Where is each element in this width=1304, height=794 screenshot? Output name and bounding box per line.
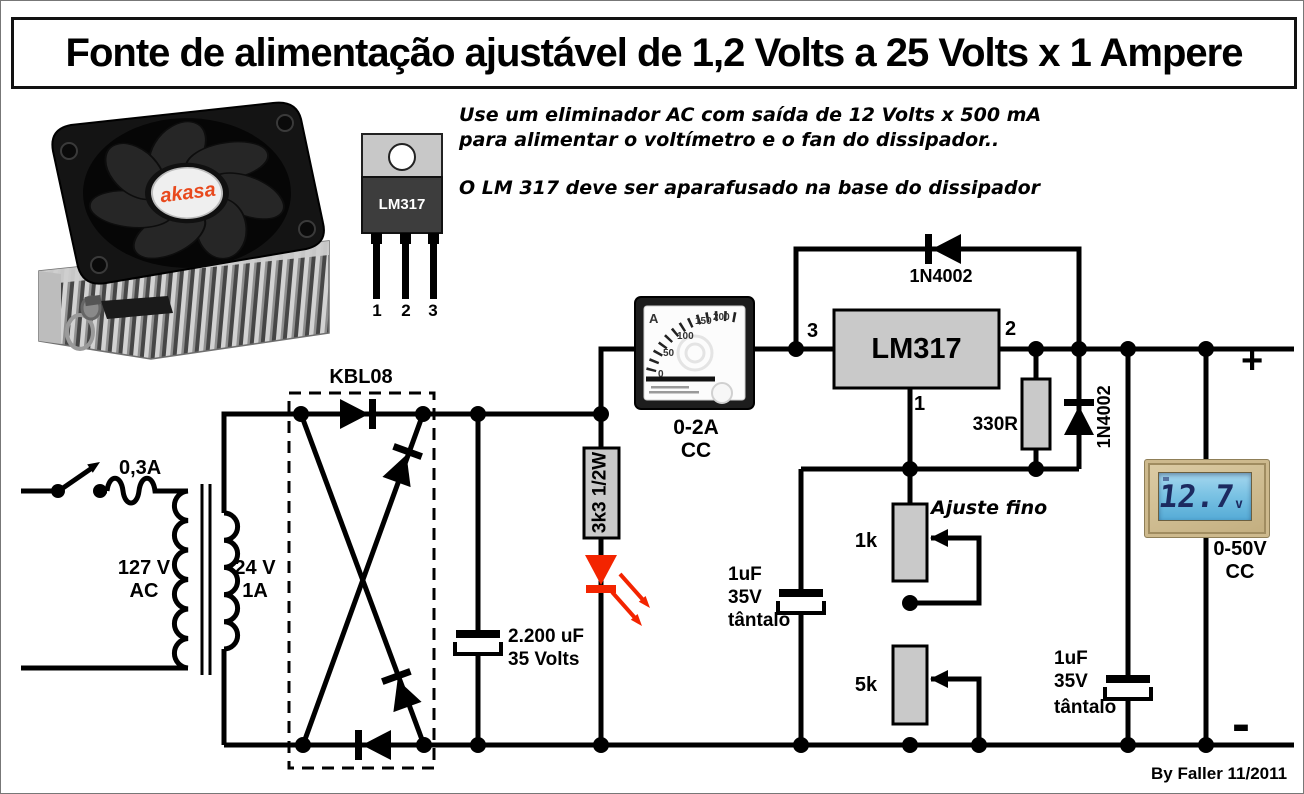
voltmeter-type-label: CC bbox=[1225, 561, 1255, 583]
filter-capacitor bbox=[453, 630, 503, 656]
tant-adj-value-label: 1uF bbox=[728, 564, 762, 585]
bridge-diode-diag-a bbox=[381, 668, 422, 713]
junction-dots bbox=[293, 341, 1214, 753]
regulator-label: LM317 bbox=[871, 333, 962, 365]
note-line-3: O LM 317 deve ser aparafusado na base do… bbox=[459, 177, 1041, 199]
transformer-core bbox=[200, 484, 212, 675]
meter-scale-ticks bbox=[646, 311, 740, 373]
output-diode-1n4002 bbox=[1064, 399, 1094, 435]
meter-zero-knob bbox=[711, 382, 733, 404]
led-indicator bbox=[585, 555, 650, 626]
led-resistor-body bbox=[582, 446, 621, 540]
adj-resistor-label: 330R bbox=[972, 414, 1018, 435]
transformer-primary-coil bbox=[171, 488, 189, 671]
bypass-diode-1n4002 bbox=[925, 234, 961, 264]
title-banner: Fonte de alimentação ajustável de 1,2 Vo… bbox=[11, 17, 1297, 89]
fuse-label: 0,3A bbox=[119, 457, 162, 479]
secondary-voltage-label: 24 V bbox=[234, 557, 276, 579]
ammeter-type-label: CC bbox=[680, 439, 712, 462]
primary-voltage-label: 127 V bbox=[117, 557, 171, 579]
to220-package bbox=[361, 133, 443, 299]
ammeter-body bbox=[634, 296, 755, 410]
adj-resistor-body bbox=[1020, 377, 1052, 451]
to220-pin1-label: 1 bbox=[372, 301, 382, 320]
voltmeter-unit: v bbox=[1235, 497, 1243, 512]
note-line-2: para alimentar o voltímetro e o fan do d… bbox=[459, 129, 1000, 151]
page-title: Fonte de alimentação ajustável de 1,2 Vo… bbox=[65, 30, 1244, 75]
diodes bbox=[340, 234, 1094, 760]
meter-scale-50: 50 bbox=[663, 348, 675, 359]
coarse-pot-wiper bbox=[931, 676, 982, 745]
output-plus-terminal: + bbox=[1241, 340, 1264, 382]
tantalum-cap-out-symbol bbox=[1103, 675, 1153, 701]
tant-adj-voltage-label: 35V bbox=[728, 587, 762, 608]
tant-out-voltage-label: 35V bbox=[1054, 671, 1088, 692]
voltmeter-reading: 12.7 bbox=[1156, 478, 1236, 515]
pot-wiper-arrows bbox=[930, 529, 948, 688]
fine-pot-label: 1k bbox=[854, 530, 878, 552]
meter-scale-150: 150 bbox=[695, 316, 712, 327]
coarse-pot-label: 5k bbox=[854, 674, 878, 696]
meter-unit-label: A bbox=[649, 311, 659, 326]
pin3-label: 3 bbox=[807, 320, 819, 342]
lm317-body bbox=[832, 308, 1001, 390]
meter-scale-0: 0 bbox=[658, 369, 664, 380]
filter-cap-voltage-label: 35 Volts bbox=[508, 649, 580, 670]
bridge-label: KBL08 bbox=[329, 366, 393, 388]
note-line-1: Use um eliminador AC com saída de 12 Vol… bbox=[459, 104, 1042, 126]
to220-label: LM317 bbox=[378, 196, 426, 213]
secondary-current-label: 1A bbox=[242, 580, 268, 602]
to220-pin2-label: 2 bbox=[401, 301, 411, 320]
bypass-diode-label: 1N4002 bbox=[909, 266, 973, 286]
lcd-annunciator bbox=[1163, 477, 1169, 481]
mounting-hole bbox=[388, 143, 416, 171]
to220-pin3-label: 3 bbox=[428, 301, 438, 320]
cooler-illustration bbox=[38, 101, 330, 360]
pin2-label: 2 bbox=[1005, 318, 1017, 340]
filter-cap-value-label: 2.200 uF bbox=[508, 626, 585, 647]
tant-out-type-label: tântalo bbox=[1054, 697, 1117, 718]
capacitor-symbols bbox=[453, 589, 1153, 701]
component-bodies bbox=[582, 308, 1052, 726]
adjust-note-label: Ajuste fino bbox=[931, 497, 1048, 519]
fine-pot-wiper bbox=[913, 535, 982, 606]
coarse-pot-body bbox=[891, 644, 929, 726]
pin1-label: 1 bbox=[914, 393, 926, 415]
power-switch bbox=[51, 462, 107, 498]
bridge-diode-diag-b bbox=[382, 443, 423, 488]
output-diode-label: 1N4002 bbox=[1094, 385, 1115, 449]
led-resistor-label: 3k3 1/2W bbox=[589, 451, 611, 534]
credit-signature: By Faller 11/2011 bbox=[1151, 764, 1288, 783]
tant-out-value-label: 1uF bbox=[1054, 648, 1088, 669]
fuse-symbol bbox=[104, 475, 188, 506]
primary-type-label: AC bbox=[129, 580, 159, 602]
voltmeter-lcd: 12.7 v bbox=[1156, 472, 1252, 521]
fine-pot-body bbox=[891, 502, 929, 583]
tantalum-cap-adj-symbol bbox=[776, 589, 826, 615]
tant-adj-type-label: tântalo bbox=[728, 610, 791, 631]
ammeter-range-label: 0-2A bbox=[673, 416, 719, 439]
voltmeter-range-label: 0-50V bbox=[1213, 538, 1267, 560]
transformer-secondary-coil bbox=[223, 510, 241, 652]
bridge-diode-bottom bbox=[355, 730, 391, 760]
meter-scale-100: 100 bbox=[677, 331, 694, 342]
meter-scale-200: 200 bbox=[713, 312, 730, 323]
fan-corner-screws bbox=[60, 114, 316, 274]
output-minus-terminal: - bbox=[1232, 694, 1250, 754]
bridge-diode-top bbox=[340, 399, 376, 429]
